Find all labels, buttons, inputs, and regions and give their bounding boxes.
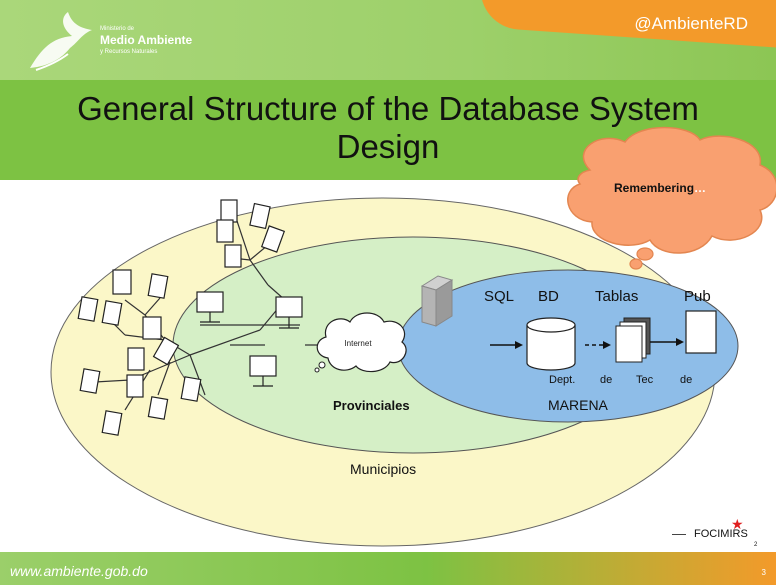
process-sql: SQL	[484, 288, 514, 305]
document-icon	[101, 300, 123, 326]
document-icon	[152, 336, 180, 366]
ministry-logo	[22, 8, 212, 78]
monitor-icon	[275, 296, 303, 329]
process-dept: Dept.	[549, 374, 575, 386]
thought-bubble-ellipsis: …	[694, 181, 706, 195]
server-icon	[420, 275, 454, 327]
logo-line2: Medio Ambiente	[100, 33, 193, 47]
document-icon	[216, 219, 234, 243]
document-icon	[180, 376, 202, 402]
database-cylinder-icon	[526, 317, 576, 371]
process-tec: Tec	[636, 374, 654, 386]
footer-bar	[0, 552, 776, 585]
process-de2: de	[680, 374, 692, 386]
municipios-label: Municipios	[350, 461, 416, 477]
social-handle: @AmbienteRD	[634, 14, 748, 33]
monitor-icon	[196, 291, 224, 323]
slide-title: General Structure of the Database System…	[0, 90, 776, 166]
title-line1: General Structure of the Database System	[77, 90, 699, 127]
thought-bubble-bold: Remembering	[614, 181, 694, 195]
process-de1: de	[600, 374, 612, 386]
provinciales-label: Provinciales	[333, 398, 410, 413]
badge-sub: 2	[754, 542, 758, 548]
page-number: 3	[761, 568, 766, 577]
process-bd: BD	[538, 288, 559, 305]
municipio-documents	[77, 199, 286, 436]
internet-label: Internet	[344, 339, 372, 348]
dove-icon	[30, 12, 92, 71]
document-icon	[147, 273, 169, 299]
marena-label: MARENA	[548, 397, 609, 413]
thought-bubble	[567, 126, 776, 270]
publication-document-icon	[685, 310, 717, 354]
document-icon	[249, 202, 271, 230]
document-icon	[126, 374, 144, 398]
document-icon	[147, 396, 169, 420]
document-icon	[77, 296, 99, 322]
badge-dash	[672, 534, 686, 535]
title-line2: Design	[336, 128, 440, 165]
footer-url[interactable]: www.ambiente.gob.do	[10, 563, 148, 579]
monitor-icon	[249, 355, 277, 387]
document-icon	[220, 199, 238, 223]
document-icon	[142, 316, 162, 340]
process-pub: Pub	[684, 288, 711, 305]
document-icon	[260, 225, 286, 253]
document-icon	[127, 347, 145, 371]
logo-line1: Ministerio de	[100, 26, 135, 32]
red-star-icon: ★	[731, 516, 744, 532]
document-icon	[79, 368, 101, 394]
focimirs-badge: FOCIMIRS ★ 2	[670, 516, 760, 552]
tables-stack-icon	[615, 317, 651, 363]
document-icon	[112, 269, 132, 295]
provincial-computers	[196, 291, 303, 387]
internet-cloud-icon	[314, 312, 407, 373]
badge-text: FOCIMIRS	[694, 528, 748, 540]
process-tablas: Tablas	[595, 288, 638, 305]
logo-line3: y Recursos Naturales	[100, 49, 158, 55]
process-flow	[490, 310, 717, 371]
document-icon	[224, 244, 242, 268]
document-icon	[101, 410, 123, 436]
thought-bubble-text: Remembering…	[614, 181, 706, 195]
